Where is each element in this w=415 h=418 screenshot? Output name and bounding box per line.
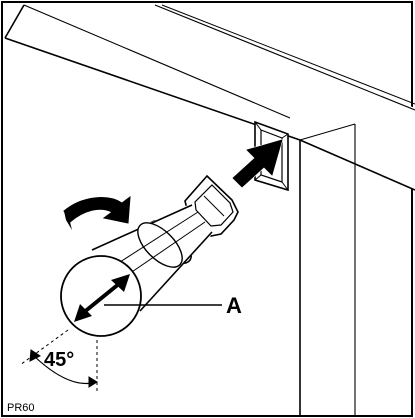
- rotate-arrow-icon: [63, 195, 131, 230]
- double-arrow-icon: [74, 274, 130, 322]
- insert-arrow-icon: [232, 139, 283, 188]
- callout-label-a: A: [226, 293, 242, 318]
- angle-label: 45°: [44, 349, 74, 371]
- angle-indicator: [19, 329, 98, 392]
- device-housing: [4, 4, 415, 416]
- figure-code: PR60: [7, 402, 35, 414]
